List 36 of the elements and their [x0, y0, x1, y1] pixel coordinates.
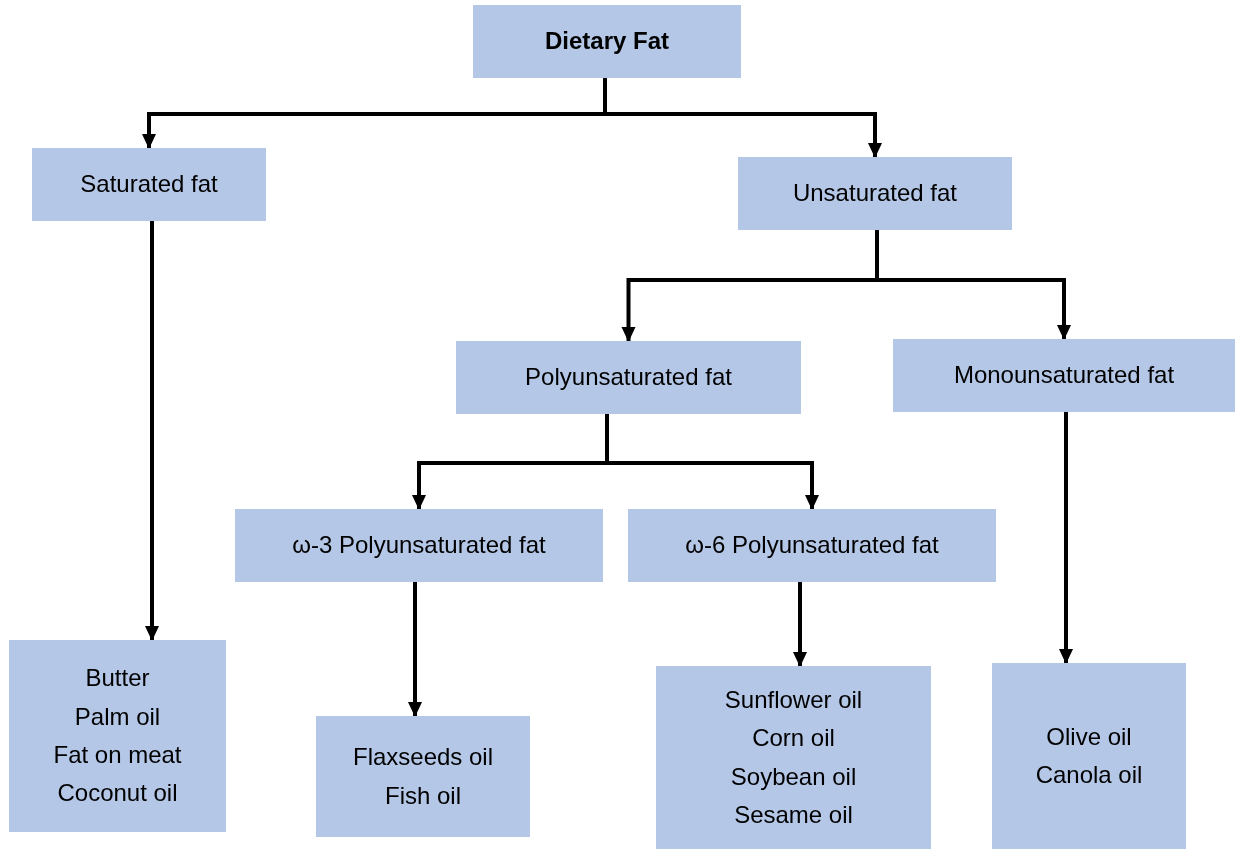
- box-label: Coconut oil: [57, 778, 178, 809]
- category-box: [316, 716, 530, 837]
- arrow: [875, 230, 1071, 340]
- category-box: [235, 509, 603, 582]
- category-box: [992, 663, 1186, 849]
- arrow: [605, 414, 819, 510]
- category-box: [473, 5, 741, 78]
- category-box: [456, 341, 801, 414]
- box-label: Sunflower oil: [724, 684, 863, 715]
- box-label: Monounsaturated fat: [953, 360, 1175, 391]
- box-label: Dietary Fat: [544, 26, 669, 57]
- box-label: Sesame oil: [734, 799, 853, 830]
- box-label: Polyunsaturated fat: [525, 362, 732, 393]
- box-label: Flaxseeds oil: [352, 742, 494, 773]
- box-label: ω-6 Polyunsaturated fat: [685, 530, 939, 561]
- box-label: Olive oil: [1046, 721, 1132, 752]
- box-label: Saturated fat: [80, 169, 218, 200]
- arrow: [145, 221, 159, 641]
- box-label: Palm oil: [74, 701, 161, 732]
- arrow: [793, 582, 807, 667]
- box-label: Corn oil: [752, 723, 835, 754]
- box-label: Fish oil: [385, 780, 461, 811]
- category-box: [893, 339, 1235, 412]
- category-box: [32, 148, 266, 221]
- arrow: [1059, 412, 1073, 664]
- box-label: Soybean oil: [730, 761, 857, 792]
- category-box: [9, 640, 226, 832]
- box-label: ω-3 Polyunsaturated fat: [292, 530, 546, 561]
- arrow: [408, 582, 422, 717]
- category-box: [628, 509, 996, 582]
- box-label: Fat on meat: [53, 740, 182, 770]
- box-label: Butter: [85, 663, 150, 694]
- box-label: Unsaturated fat: [792, 178, 958, 209]
- box-label: Canola oil: [1035, 760, 1143, 790]
- category-box: [656, 666, 931, 849]
- category-box: [738, 157, 1012, 230]
